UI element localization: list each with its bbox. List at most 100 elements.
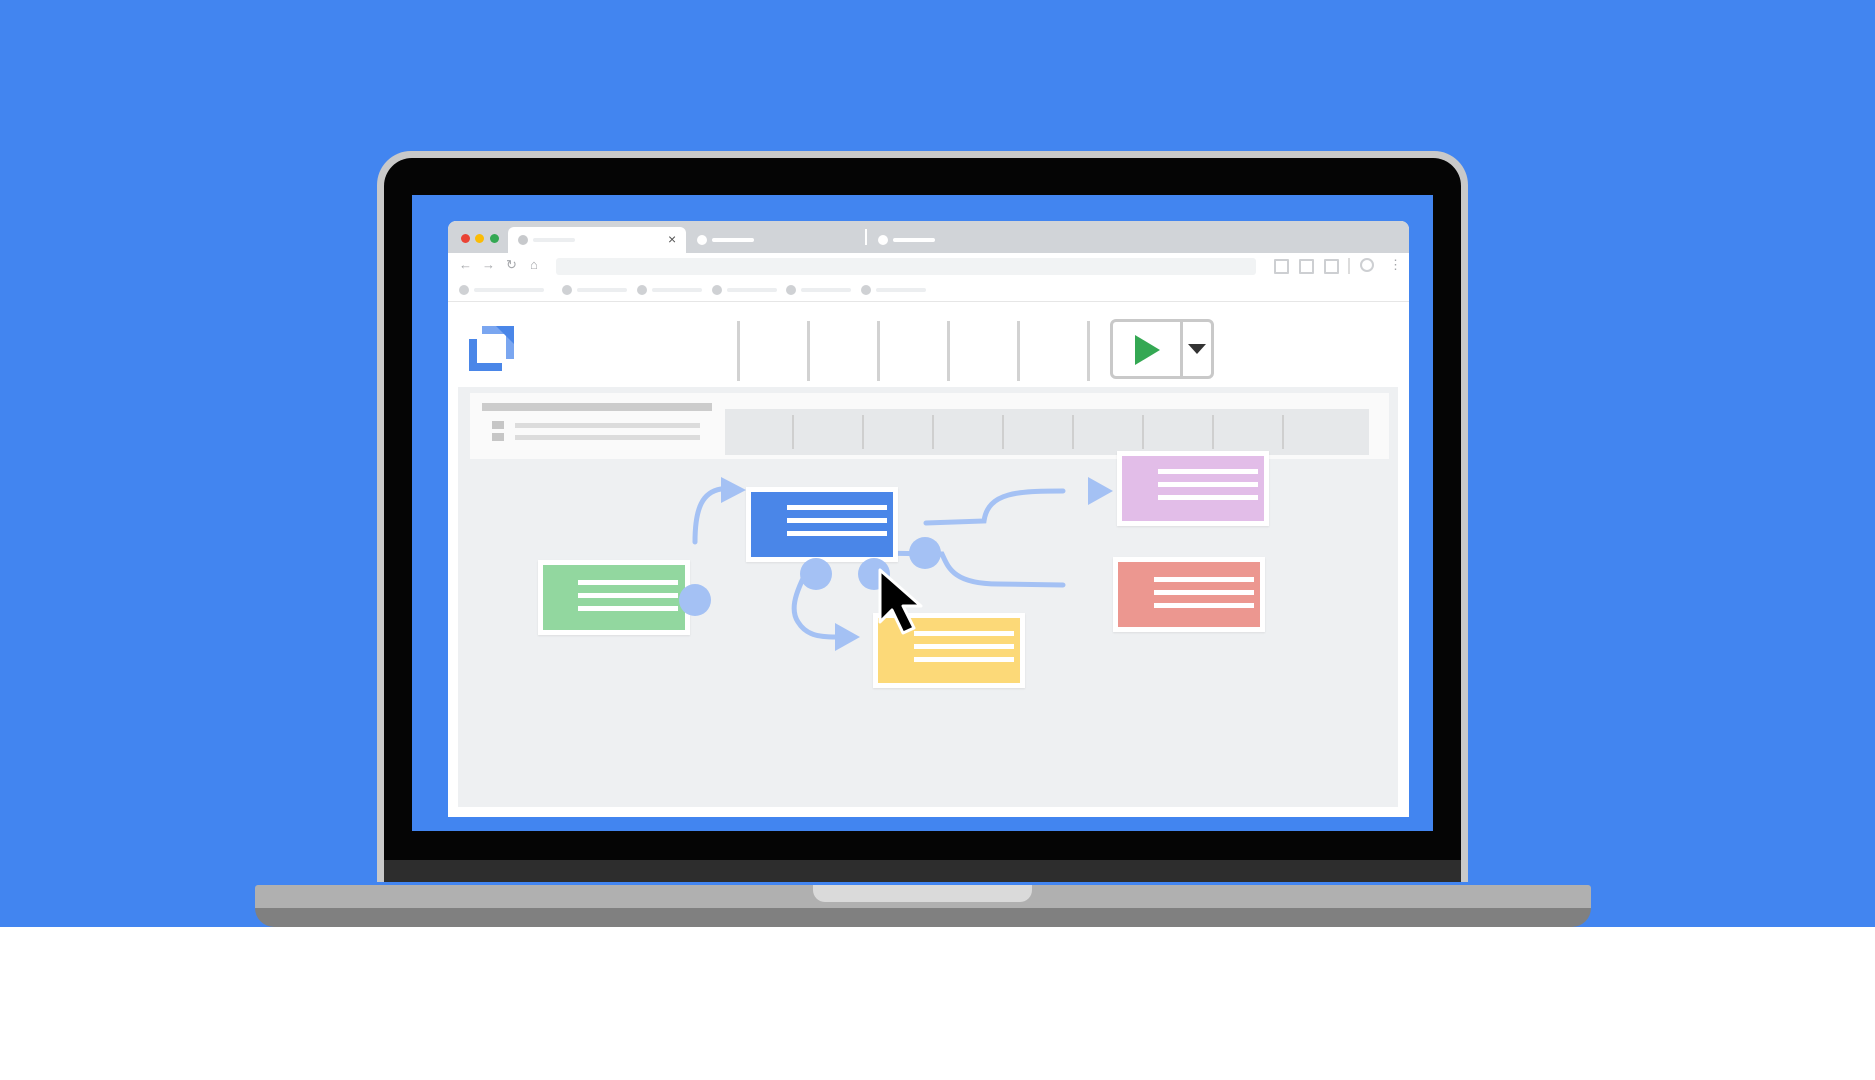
address-bar[interactable]: [556, 258, 1256, 275]
node-line: [578, 606, 678, 611]
connector-dangling: [871, 550, 1066, 588]
connector-blue-to-purple: [923, 488, 1066, 526]
run-button[interactable]: [1113, 322, 1180, 376]
bookmark-label-placeholder[interactable]: [577, 288, 627, 292]
strip-divider: [792, 415, 794, 449]
bookmark-label-placeholder[interactable]: [801, 288, 851, 292]
tab-title-placeholder: [712, 238, 754, 242]
browser-toolbar: ← → ↻ ⌂ ⋮: [448, 253, 1409, 279]
panel-title-placeholder: [482, 403, 712, 411]
strip-divider: [862, 415, 864, 449]
bookmark-icon[interactable]: [712, 285, 722, 295]
node-line: [578, 580, 678, 585]
run-options-dropdown[interactable]: [1183, 322, 1211, 376]
run-group-divider: [1180, 322, 1183, 376]
browser-window: × ← → ↻ ⌂ ⋮: [448, 221, 1409, 817]
second-tab[interactable]: [697, 227, 867, 253]
extension-icon[interactable]: [1299, 259, 1314, 274]
node-line: [1154, 603, 1254, 608]
reload-icon[interactable]: ↻: [506, 257, 517, 272]
floor: [0, 927, 1875, 1080]
arrowhead-icon: [721, 477, 746, 503]
node-green[interactable]: [538, 560, 690, 635]
extension-icon[interactable]: [1324, 259, 1339, 274]
node-yellow[interactable]: [873, 613, 1025, 688]
strip-divider: [1002, 415, 1004, 449]
bookmark-label-placeholder[interactable]: [727, 288, 777, 292]
connector-layer: [692, 477, 1113, 651]
profile-avatar-icon[interactable]: [1360, 258, 1374, 272]
strip-divider: [932, 415, 934, 449]
bookmark-icon[interactable]: [562, 285, 572, 295]
tab-title-placeholder: [533, 238, 575, 242]
app-header: [448, 305, 1409, 387]
caret-down-icon: [1188, 344, 1206, 354]
column-divider: [807, 321, 810, 381]
third-tab[interactable]: [878, 227, 1048, 253]
node-purple[interactable]: [1117, 451, 1269, 526]
bookmark-icon[interactable]: [459, 285, 469, 295]
workflow-canvas[interactable]: [458, 387, 1398, 807]
tab-dot-icon: [697, 235, 707, 245]
bracket-logo-icon: [469, 326, 514, 371]
node-line: [578, 593, 678, 598]
home-icon[interactable]: ⌂: [530, 257, 538, 272]
node-line: [1158, 495, 1258, 500]
node-line: [1158, 482, 1258, 487]
arrowhead-icon: [1088, 477, 1113, 505]
tab-bar: ×: [448, 221, 1409, 253]
close-dot-icon[interactable]: [461, 234, 470, 243]
timeline-strip[interactable]: [725, 409, 1369, 455]
maximize-dot-icon[interactable]: [490, 234, 499, 243]
back-arrow-icon[interactable]: ←: [459, 257, 472, 272]
active-tab[interactable]: ×: [508, 227, 686, 253]
strip-divider: [1212, 415, 1214, 449]
node-line: [1158, 469, 1258, 474]
bookmark-label-placeholder[interactable]: [652, 288, 702, 292]
column-divider: [737, 321, 740, 381]
tab-dot-icon: [878, 235, 888, 245]
run-button-group: [1110, 319, 1214, 379]
arrowhead-icon: [835, 623, 860, 651]
list-icon: [492, 433, 504, 441]
column-divider: [1017, 321, 1020, 381]
forward-arrow-icon[interactable]: →: [482, 257, 495, 272]
output-port[interactable]: [679, 584, 711, 616]
column-divider: [1087, 321, 1090, 381]
node-line: [914, 657, 1014, 662]
bookmark-label-placeholder[interactable]: [474, 288, 544, 292]
output-port[interactable]: [800, 558, 832, 590]
node-line: [1154, 577, 1254, 582]
minimize-dot-icon[interactable]: [475, 234, 484, 243]
node-line: [1154, 590, 1254, 595]
node-line: [787, 518, 887, 523]
tab-separator: [865, 229, 867, 245]
close-icon[interactable]: ×: [668, 231, 677, 247]
connector-green-to-blue: [692, 486, 724, 545]
output-port[interactable]: [909, 537, 941, 569]
node-red[interactable]: [1113, 557, 1265, 632]
more-vert-icon[interactable]: ⋮: [1389, 257, 1402, 272]
node-line: [787, 531, 887, 536]
toolbar-separator: [1348, 258, 1350, 274]
panel-line-placeholder: [515, 435, 700, 440]
bookmark-icon[interactable]: [786, 285, 796, 295]
column-divider: [877, 321, 880, 381]
bookmark-label-placeholder[interactable]: [876, 288, 926, 292]
properties-panel: [470, 393, 1389, 459]
node-blue[interactable]: [746, 487, 898, 562]
strip-divider: [1282, 415, 1284, 449]
mouse-pointer-icon: [878, 568, 923, 635]
strip-divider: [1142, 415, 1144, 449]
tab-dot-icon: [518, 235, 528, 245]
bookmarks-bar: [448, 279, 1409, 302]
node-line: [914, 631, 1014, 636]
extension-icon[interactable]: [1274, 259, 1289, 274]
bookmark-icon[interactable]: [861, 285, 871, 295]
list-icon: [492, 421, 504, 429]
column-divider: [947, 321, 950, 381]
bookmark-icon[interactable]: [637, 285, 647, 295]
tab-title-placeholder: [893, 238, 935, 242]
play-icon: [1135, 335, 1160, 365]
laptop-notch: [813, 885, 1032, 902]
